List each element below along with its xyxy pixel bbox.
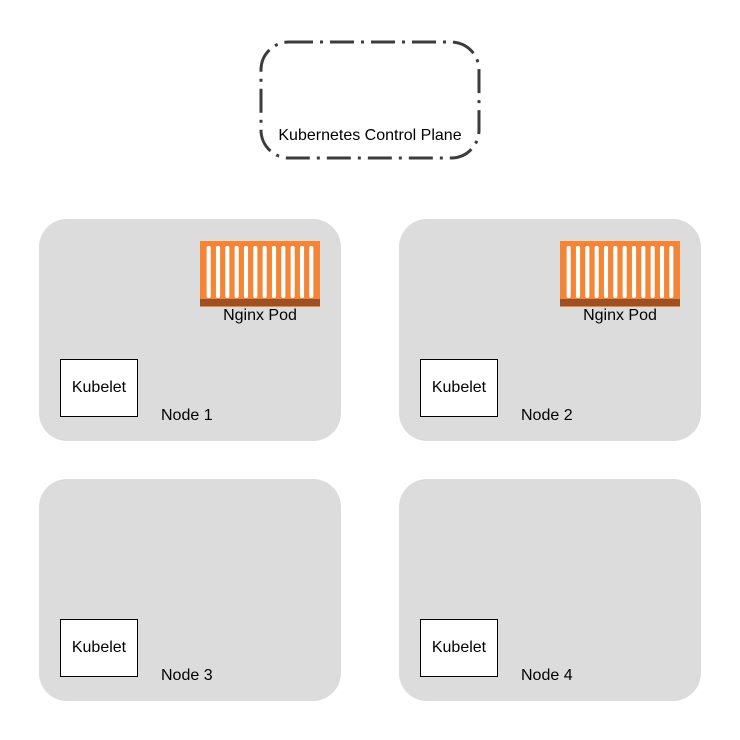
- pod-label: Nginx Pod: [583, 307, 657, 324]
- nginx-pod: Nginx Pod: [199, 240, 321, 328]
- node-1: Nginx Pod Kubelet Node 1: [39, 219, 341, 441]
- node-4: Kubelet Node 4: [399, 479, 701, 701]
- kubelet-box: Kubelet: [60, 359, 138, 417]
- kubelet-label: Kubelet: [71, 639, 127, 656]
- node-label: Node 2: [521, 407, 573, 424]
- control-plane-label: Kubernetes Control Plane: [278, 127, 462, 144]
- kubelet-box: Kubelet: [420, 359, 498, 417]
- kubelet-label: Kubelet: [431, 379, 487, 396]
- container-icon: [560, 241, 680, 307]
- node-label: Node 4: [521, 667, 573, 684]
- pod-label: Nginx Pod: [223, 307, 297, 324]
- node-label: Node 1: [161, 407, 213, 424]
- node-label: Node 3: [161, 667, 213, 684]
- control-plane-outline: [259, 40, 481, 160]
- kubelet-box: Kubelet: [420, 619, 498, 677]
- node-2: Nginx Pod Kubelet Node 2: [399, 219, 701, 441]
- kubelet-label: Kubelet: [431, 639, 487, 656]
- kubelet-box: Kubelet: [60, 619, 138, 677]
- node-3: Kubelet Node 3: [39, 479, 341, 701]
- container-icon: [200, 241, 320, 307]
- control-plane: Kubernetes Control Plane: [259, 40, 481, 160]
- kubelet-label: Kubelet: [71, 379, 127, 396]
- nginx-pod: Nginx Pod: [559, 240, 681, 328]
